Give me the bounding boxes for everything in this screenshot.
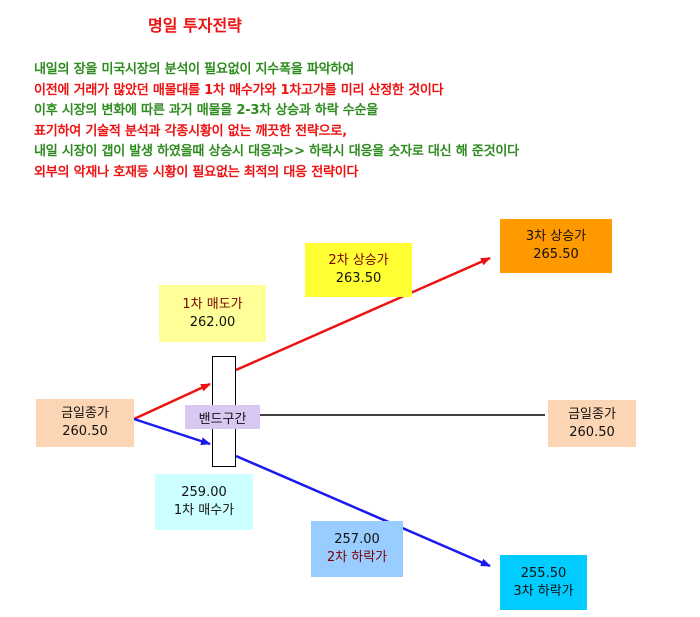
description-line: 내일 시장이 갭이 발생 하였을때 상승시 대응과>> 하락시 대응을 숫자로 … [34,144,519,159]
today-close-right-value: 260.50 [569,424,615,440]
second-rise-box: 2차 상승가 263.50 [305,243,412,297]
third-fall-label: 3차 하락가 [513,583,574,599]
second-rise-label: 2차 상승가 [328,253,389,268]
third-rise-box: 3차 상승가 265.50 [500,219,612,273]
description-line: 표기하여 기술적 분석과 각종시황이 없는 깨끗한 전략으로, [34,123,347,139]
first-sell-box: 1차 매도가 262.00 [159,285,266,342]
third-fall-box: 255.50 3차 하락가 [500,555,587,610]
page-title: 명일 투자전략 [148,16,242,35]
description-line: 이후 시장의 변화에 따른 과거 매물을 2-3차 상승과 하락 수순을 [34,103,379,118]
down-arrow-to-band [133,417,211,446]
third-rise-label: 3차 상승가 [525,229,587,244]
up-arrow-to-third-rise [235,256,491,372]
today-close-right-label: 금일종가 [568,406,616,422]
description-line: 외부의 악재나 호재등 시황이 필요없는 최적의 대응 전략이다 [34,164,359,180]
second-fall-box: 257.00 2차 하락가 [311,521,403,577]
first-buy-value: 259.00 [181,485,227,500]
today-close-left-box: 금일종가 260.50 [36,399,134,447]
today-close-right-box: 금일종가 260.50 [548,400,636,447]
band-label: 밴드구간 [185,405,260,429]
description-line: 내일의 장을 미국시장의 분석이 필요없이 지수폭을 파악하여 [34,62,354,77]
first-buy-label: 1차 매수가 [173,503,235,518]
up-arrow-to-band [133,382,211,421]
today-close-left-value: 260.50 [62,424,108,439]
first-sell-value: 262.00 [189,314,236,330]
first-sell-label: 1차 매도가 [182,296,243,312]
first-buy-box: 259.00 1차 매수가 [155,474,253,530]
today-close-left-label: 금일종가 [61,406,109,421]
strategy-description: 내일의 장을 미국시장의 분석이 필요없이 지수폭을 파악하여 이전에 거래가 … [34,60,519,183]
down-arrow-to-third-fall [235,454,491,568]
third-fall-value: 255.50 [520,565,567,581]
third-rise-value: 265.50 [533,247,579,262]
second-fall-label: 2차 하락가 [326,550,388,565]
second-rise-value: 263.50 [335,271,382,286]
second-fall-value: 257.00 [334,532,380,547]
description-line: 이전에 거래가 많았던 매물대를 1차 매수가와 1차고가를 미리 산정한 것이… [34,82,444,98]
